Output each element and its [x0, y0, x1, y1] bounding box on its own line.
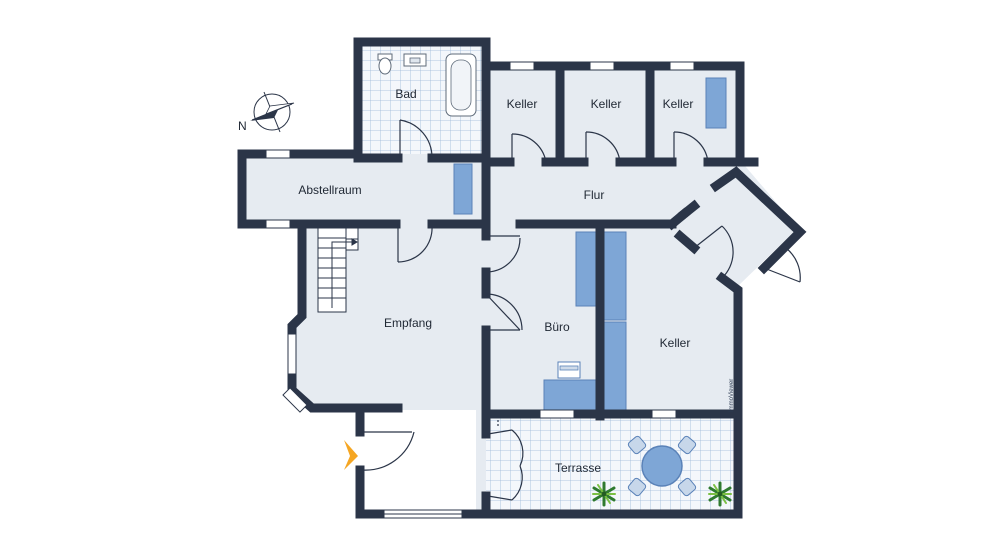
- label-keller-3: Keller: [663, 97, 694, 111]
- label-bad: Bad: [395, 87, 416, 101]
- label-keller-2: Keller: [591, 97, 622, 111]
- door-keller-1: [511, 133, 547, 163]
- window: [651, 409, 677, 419]
- label-flur: Flur: [584, 188, 605, 202]
- label-keller-1: Keller: [507, 97, 538, 111]
- window: [282, 387, 308, 413]
- window: [265, 149, 291, 159]
- room-labels: Bad Keller Keller Keller Abstellraum Flu…: [298, 87, 693, 475]
- compass-label: N: [238, 119, 247, 133]
- compass-icon: [250, 91, 295, 133]
- office-chair-back: [559, 365, 579, 371]
- door-abstellraum: [397, 224, 433, 263]
- label-empfang: Empfang: [384, 316, 432, 330]
- door-buero-flur: [487, 235, 521, 273]
- label-terrasse: Terrasse: [555, 461, 601, 475]
- windows: [265, 61, 695, 519]
- brand-text: ImmoViewer: [729, 379, 735, 412]
- window: [265, 219, 291, 229]
- floor-abstellraum: [242, 154, 486, 224]
- shelf: [603, 231, 627, 321]
- stairs-icon: [317, 227, 359, 313]
- floor-keller-2: [560, 66, 650, 160]
- label-keller-4: Keller: [660, 336, 691, 350]
- door-exterior-flur: [763, 247, 801, 283]
- door-terrasse: [487, 420, 524, 501]
- chair-icon: [627, 435, 697, 497]
- label-abstellraum: Abstellraum: [298, 183, 361, 197]
- plant-icon: [708, 481, 732, 507]
- cabinet: [705, 77, 727, 129]
- doors: [361, 119, 801, 501]
- plant-icon: [592, 481, 616, 507]
- window: [287, 333, 297, 375]
- window: [539, 409, 575, 419]
- label-buero: Büro: [544, 320, 570, 334]
- round-table-icon: [641, 445, 683, 487]
- furniture: [317, 53, 732, 507]
- shelf: [603, 321, 627, 411]
- door-keller-2: [585, 131, 621, 163]
- door-keller-3: [673, 131, 709, 163]
- door-main-entrance: [361, 431, 415, 471]
- door-buero-empfang: [485, 293, 523, 331]
- window: [589, 61, 615, 71]
- floor-keller-1: [486, 66, 560, 160]
- door-flur-angled: [693, 225, 734, 279]
- sink-icon: [403, 53, 427, 67]
- window: [509, 61, 535, 71]
- window: [669, 61, 695, 71]
- cabinet: [453, 163, 473, 215]
- toilet-icon: [377, 53, 393, 75]
- door-bad: [399, 119, 433, 159]
- desk: [543, 379, 597, 411]
- bathtub-icon: [445, 53, 477, 117]
- shelf: [575, 231, 599, 307]
- brand-logo-icon: ImmoViewer: [729, 379, 735, 412]
- entrance-arrow-icon: [344, 440, 358, 470]
